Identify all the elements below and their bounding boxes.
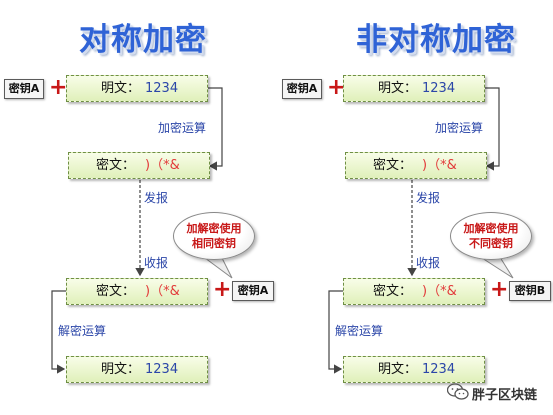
result-plaintext-box: 明文： 1234 bbox=[343, 356, 485, 383]
received-ciphertext-value: )（*& bbox=[422, 284, 457, 299]
bubble-line-2: 不同密钥 bbox=[469, 237, 513, 250]
different-key-bubble: 加解密使用 不同密钥 bbox=[450, 212, 532, 260]
bubble-line-1: 加解密使用 bbox=[463, 222, 519, 235]
symmetric-title: 对称加密 bbox=[79, 22, 207, 58]
ciphertext-value: )（*& bbox=[422, 158, 457, 173]
plus-sign: + bbox=[213, 277, 232, 302]
result-plaintext-label: 明文： bbox=[378, 362, 418, 377]
key-a-box: 密钥A bbox=[4, 79, 44, 99]
encrypt-arrow-left bbox=[208, 87, 223, 171]
receive-step-label: 收报 bbox=[416, 256, 441, 270]
result-plaintext-value: 1234 bbox=[422, 362, 456, 377]
ciphertext-value: )（*& bbox=[145, 158, 180, 173]
watermark-text: 胖子区块链 bbox=[472, 388, 538, 403]
decrypt-step-label: 解密运算 bbox=[58, 324, 107, 338]
result-plaintext-value: 1234 bbox=[145, 362, 179, 377]
encrypt-step-label: 加密运算 bbox=[435, 121, 484, 135]
ciphertext-label: 密文： bbox=[373, 158, 413, 173]
received-ciphertext-box: 密文： )（*& bbox=[343, 278, 485, 305]
plaintext-label: 明文： bbox=[378, 81, 418, 96]
same-key-bubble: 加解密使用 相同密钥 bbox=[173, 212, 255, 260]
ciphertext-box: 密文： )（*& bbox=[345, 152, 487, 179]
send-step-label: 发报 bbox=[144, 191, 169, 205]
plaintext-box: 明文： 1234 bbox=[343, 75, 485, 102]
decrypt-arrow-left bbox=[51, 290, 66, 374]
asymmetric-title: 非对称加密 bbox=[356, 22, 516, 58]
bubble-line-1: 加解密使用 bbox=[186, 222, 242, 235]
ciphertext-box: 密文： )（*& bbox=[68, 152, 210, 179]
encrypt-step-label: 加密运算 bbox=[158, 121, 207, 135]
plus-sign: + bbox=[49, 75, 68, 100]
plaintext-value: 1234 bbox=[422, 81, 456, 96]
decrypt-step-label: 解密运算 bbox=[335, 324, 384, 338]
send-step-label: 发报 bbox=[416, 191, 441, 205]
result-plaintext-label: 明文： bbox=[101, 362, 141, 377]
plaintext-label: 明文： bbox=[101, 81, 141, 96]
received-ciphertext-label: 密文： bbox=[373, 284, 413, 299]
key-a-box: 密钥A bbox=[282, 79, 322, 99]
decrypt-arrow-right bbox=[328, 290, 343, 374]
plaintext-box: 明文： 1234 bbox=[66, 75, 208, 102]
plus-sign: + bbox=[490, 277, 509, 302]
key-a-decrypt-box: 密钥A bbox=[232, 281, 274, 301]
result-plaintext-box: 明文： 1234 bbox=[66, 356, 208, 383]
plaintext-value: 1234 bbox=[145, 81, 179, 96]
receive-step-label: 收报 bbox=[144, 256, 169, 270]
received-ciphertext-label: 密文： bbox=[96, 284, 136, 299]
encrypt-arrow-right bbox=[485, 87, 500, 171]
bubble-line-2: 相同密钥 bbox=[192, 237, 236, 250]
received-ciphertext-value: )（*& bbox=[145, 284, 180, 299]
plus-sign: + bbox=[327, 75, 346, 100]
ciphertext-label: 密文： bbox=[96, 158, 136, 173]
received-ciphertext-box: 密文： )（*& bbox=[66, 278, 208, 305]
key-b-decrypt-box: 密钥B bbox=[509, 281, 551, 301]
wechat-icon bbox=[446, 383, 469, 401]
